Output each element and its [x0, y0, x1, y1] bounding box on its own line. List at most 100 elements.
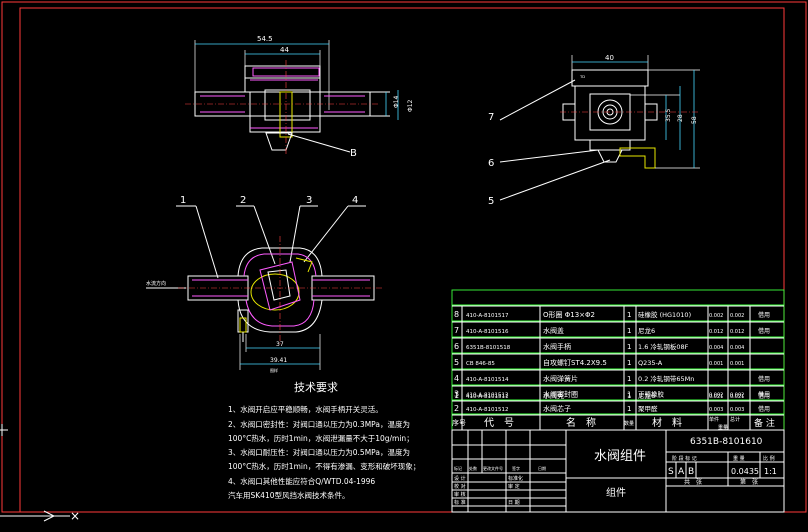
bom-cell-qty: 1 [627, 392, 631, 400]
dim-side-h1: 35.5 [665, 108, 672, 122]
bom-cell-material: 丁腈橡胶 [638, 390, 665, 399]
bom-cell-code: 410-A-8101517 [466, 313, 509, 319]
note-line-3: 100°C热水，历时1min，水阀泄漏量不大于10g/min； [228, 433, 414, 443]
callout-1: 1 [180, 195, 186, 206]
bom-cell-qty: 1 [627, 311, 631, 319]
notes-title: 技术要求 [294, 381, 338, 394]
bom-cell-material: 0.2 冷轧钢带65Mn [638, 374, 694, 383]
bom-h-total: 总计 [730, 416, 740, 423]
rev-col-date: 日期 [538, 465, 546, 471]
drawing-border-inner [19, 7, 785, 513]
bom-cell-no: 5 [454, 358, 459, 367]
bom-cell-material: 1.6 冷轧钢板08F [638, 342, 689, 351]
bom-cell-w1: 0.021 [709, 394, 723, 400]
callout-2: 2 [240, 195, 246, 206]
bom-cell-no: 1 [454, 391, 459, 400]
note-line-1: 1、水阀开启应平稳顺畅，水阀手柄开关灵活。 [228, 404, 383, 414]
bom-cell-note: 借用 [758, 405, 770, 413]
bom-cell-material: 尼龙6 [638, 391, 655, 400]
stage-mark-a: A [678, 467, 685, 477]
rev-col-count: 处数 [469, 465, 477, 471]
bom-cell-no: 4 [454, 374, 459, 383]
bom-cell-note: 借用 [758, 392, 770, 400]
note-line-2: 2、水阀口密封性：对阀口通以压力为0.3MPa，温度为 [228, 419, 410, 429]
bom-cell-note: 借用 [758, 327, 770, 335]
callout-7: 7 [488, 112, 494, 123]
bom-cell-qty: 1 [627, 359, 631, 367]
bom-cell-note: 借用 [758, 375, 770, 383]
section-view: 1 2 3 4 水流方向 [146, 195, 384, 373]
dim-sect-d2: 39.41 [270, 357, 287, 364]
bom-cell-no: 6 [454, 342, 459, 351]
bom-cell-code: 410-A-8101514 [466, 377, 509, 383]
bom-h-material: 材 料 [652, 416, 682, 429]
title-block: 水阀组件 组件 6351B-8101610 阶 段 标 记 重 量 比 例 S … [451, 429, 785, 513]
dim-top-d1: Φ14 [393, 95, 400, 108]
bom-h-unit: 单件 [709, 416, 719, 423]
note-line-5: 100°C热水，历时1min，不得有渗漏、变形和破坏现象； [228, 461, 420, 471]
title-sheets: 共 张 [684, 478, 702, 486]
bom-cell-w1: 0.004 [709, 345, 723, 351]
bom-cell-note: 借用 [758, 311, 770, 319]
bom-cell-w1: 0.012 [709, 329, 723, 335]
bom-cell-name: 水阀弹簧片 [543, 374, 578, 383]
bom-cell-material: 聚甲醛 [638, 404, 658, 413]
title-stage-label: 阶 段 标 记 [672, 455, 697, 462]
bom-h-no: 序号 [452, 418, 466, 427]
bom-cell-w2: 0.012 [730, 329, 744, 335]
bom-cell-qty: 1 [627, 405, 631, 413]
title-sheet: 第 张 [740, 478, 758, 486]
bom-cell-w2: 0.004 [730, 345, 744, 351]
bom-cell-name: 水阀芯子 [543, 404, 571, 413]
bom-cell-w1: 0.001 [709, 361, 723, 367]
bom-cell-w2: 0.003 [730, 407, 744, 413]
bracket-mark: ᵀᴰ [579, 75, 585, 82]
bom-h-code: 代 号 [484, 417, 514, 429]
dim-top-inner: 44 [280, 46, 289, 54]
flow-direction-label: 水流方向 [146, 280, 166, 287]
callout-5: 5 [488, 196, 494, 207]
bom-cell-w1: 0.002 [709, 313, 723, 319]
bom-cell-no: 3 [454, 390, 459, 399]
bom-cell-qty: 1 [627, 391, 631, 399]
role-std: 标 准 [454, 499, 466, 506]
dim-side-h3: 58 [691, 116, 698, 124]
crosshair-cursor [0, 424, 8, 436]
bom-cell-code: CB 846-85 [466, 361, 495, 367]
dim-top-d2: Φ12 [407, 99, 414, 112]
title-weight-label: 重 量 [733, 455, 745, 462]
rev-col-doc: 更改文件号 [483, 465, 503, 471]
title-scale: 1:1 [764, 467, 777, 476]
role-check: 校 对 [454, 483, 466, 490]
bom-cell-material: 硅橡胶 (HG1010) [638, 310, 691, 319]
note-line-7: 汽车用SK410型风挡水阀技术条件。 [228, 490, 350, 500]
bom-cell-w2: 0.002 [730, 393, 744, 399]
bom-h-weight: 重量 [718, 424, 728, 431]
callout-b: B [350, 148, 357, 159]
dim-side-h2: 28 [677, 114, 684, 122]
title-subtitle: 组件 [606, 486, 626, 499]
title-drawing-no: 6351B-8101610 [690, 437, 763, 447]
bom-h-qty: 数量 [624, 420, 634, 427]
ucs-x-icon: × [70, 509, 80, 523]
bom-cell-code: 6351B-8101518 [466, 345, 511, 351]
dim-sect-d1: 37 [276, 341, 284, 348]
bom-cell-w1: 0.002 [709, 393, 723, 399]
role-stdz: 标准化 [508, 475, 523, 482]
dim-top-overall: 54.5 [257, 35, 273, 43]
bom-cell-qty: 1 [627, 343, 631, 351]
bom-cell-w2: 0.001 [730, 361, 744, 367]
bom-h-note: 备 注 [754, 417, 775, 429]
rev-col-sign: 签字 [512, 465, 520, 471]
bom-h-name: 名 称 [566, 416, 596, 429]
role-design: 设 计 [454, 475, 466, 482]
bom-cell-w2: 0.002 [730, 313, 744, 319]
title-weight: 0.0435 [731, 467, 759, 476]
bom-cell-qty: 1 [627, 327, 631, 335]
side-view: 40 ᵀᴰ 35.5 28 58 7 6 5 [488, 54, 700, 207]
bom-cell-no: 8 [454, 310, 459, 319]
rev-col-mark: 标记 [454, 465, 462, 471]
title-part-name: 水阀组件 [594, 449, 646, 464]
